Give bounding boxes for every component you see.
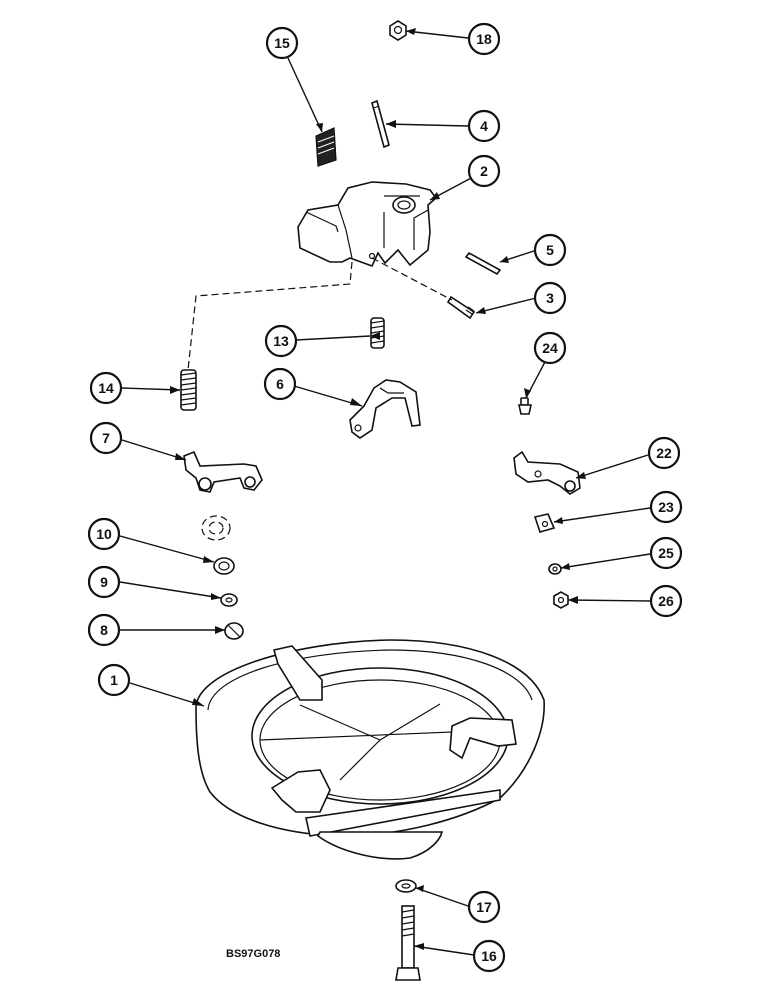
leader-13	[295, 335, 371, 341]
callout-1-label: 1	[110, 672, 118, 688]
leader-22	[575, 454, 649, 479]
leader-1	[129, 682, 205, 707]
part-5-pin	[464, 251, 502, 276]
callout-14-label: 14	[98, 380, 114, 396]
callout-24-label: 24	[542, 340, 558, 356]
leader-15	[287, 57, 323, 133]
part-1-base	[195, 639, 545, 860]
leader-6	[293, 385, 363, 407]
callout-17: 17	[467, 890, 501, 924]
callout-3: 3	[533, 281, 567, 315]
part-18-nut	[389, 20, 407, 41]
callout-2-label: 2	[480, 163, 488, 179]
alignment-line-spring	[187, 261, 353, 371]
callout-18-label: 18	[476, 31, 492, 47]
callout-10: 10	[87, 517, 121, 551]
callout-26-label: 26	[658, 593, 674, 609]
callout-10-label: 10	[96, 526, 112, 542]
callout-16-label: 16	[481, 948, 497, 964]
leader-25	[560, 553, 651, 569]
callout-2: 2	[467, 154, 501, 188]
part-25-washer	[548, 563, 562, 575]
callout-13-label: 13	[273, 333, 289, 349]
part-14-spring	[180, 369, 197, 411]
callout-7-label: 7	[102, 430, 110, 446]
callout-24: 24	[533, 331, 567, 365]
part-2-housing	[297, 181, 438, 268]
alignment-line-screw	[371, 257, 453, 301]
callout-23: 23	[649, 490, 683, 524]
callout-1: 1	[97, 663, 131, 697]
part-17-lockwasher	[395, 879, 417, 893]
callout-23-label: 23	[658, 499, 674, 515]
callout-14: 14	[89, 371, 123, 405]
callout-15-label: 15	[274, 35, 290, 51]
callout-8: 8	[87, 613, 121, 647]
callout-25-label: 25	[658, 545, 674, 561]
callout-7: 7	[89, 421, 123, 455]
callout-4: 4	[467, 109, 501, 143]
part-dashed-ring	[201, 515, 231, 541]
part-15-plate	[315, 127, 337, 167]
callout-13: 13	[264, 324, 298, 358]
callout-5-label: 5	[546, 242, 554, 258]
part-24-screw	[518, 397, 532, 415]
part-22-latch	[513, 450, 581, 495]
part-9-washer	[220, 593, 238, 607]
leader-9	[119, 581, 222, 599]
callout-4-label: 4	[480, 118, 488, 134]
leader-23	[553, 507, 651, 523]
callout-3-label: 3	[546, 290, 554, 306]
callout-16: 16	[472, 939, 506, 973]
leader-3	[475, 297, 537, 314]
leader-arrowheads	[170, 28, 586, 950]
leader-26	[567, 599, 651, 602]
leader-4	[385, 123, 469, 127]
callout-8-label: 8	[100, 622, 108, 638]
part-10-washer	[213, 557, 235, 575]
part-23-clip	[533, 513, 556, 533]
part-6-lever	[349, 379, 421, 439]
callout-6: 6	[263, 367, 297, 401]
callout-18: 18	[467, 22, 501, 56]
part-8-screw	[224, 622, 244, 640]
part-26-nut	[553, 591, 569, 609]
callout-9-label: 9	[100, 574, 108, 590]
callout-6-label: 6	[276, 376, 284, 392]
part-4-pin	[371, 99, 390, 149]
leader-18	[405, 30, 469, 39]
callout-17-label: 17	[476, 899, 492, 915]
part-7-latch	[183, 450, 263, 493]
callout-25: 25	[649, 536, 683, 570]
leader-17	[415, 887, 469, 907]
part-16-bolt	[395, 905, 421, 981]
leader-10	[119, 535, 215, 563]
callout-22-label: 22	[656, 445, 672, 461]
leader-7	[121, 439, 187, 461]
callout-26: 26	[649, 584, 683, 618]
callout-5: 5	[533, 233, 567, 267]
callout-22: 22	[647, 436, 681, 470]
callout-9: 9	[87, 565, 121, 599]
callout-15: 15	[265, 26, 299, 60]
part-3-screw	[446, 295, 476, 320]
drawing-code: BS97G078	[226, 948, 280, 960]
